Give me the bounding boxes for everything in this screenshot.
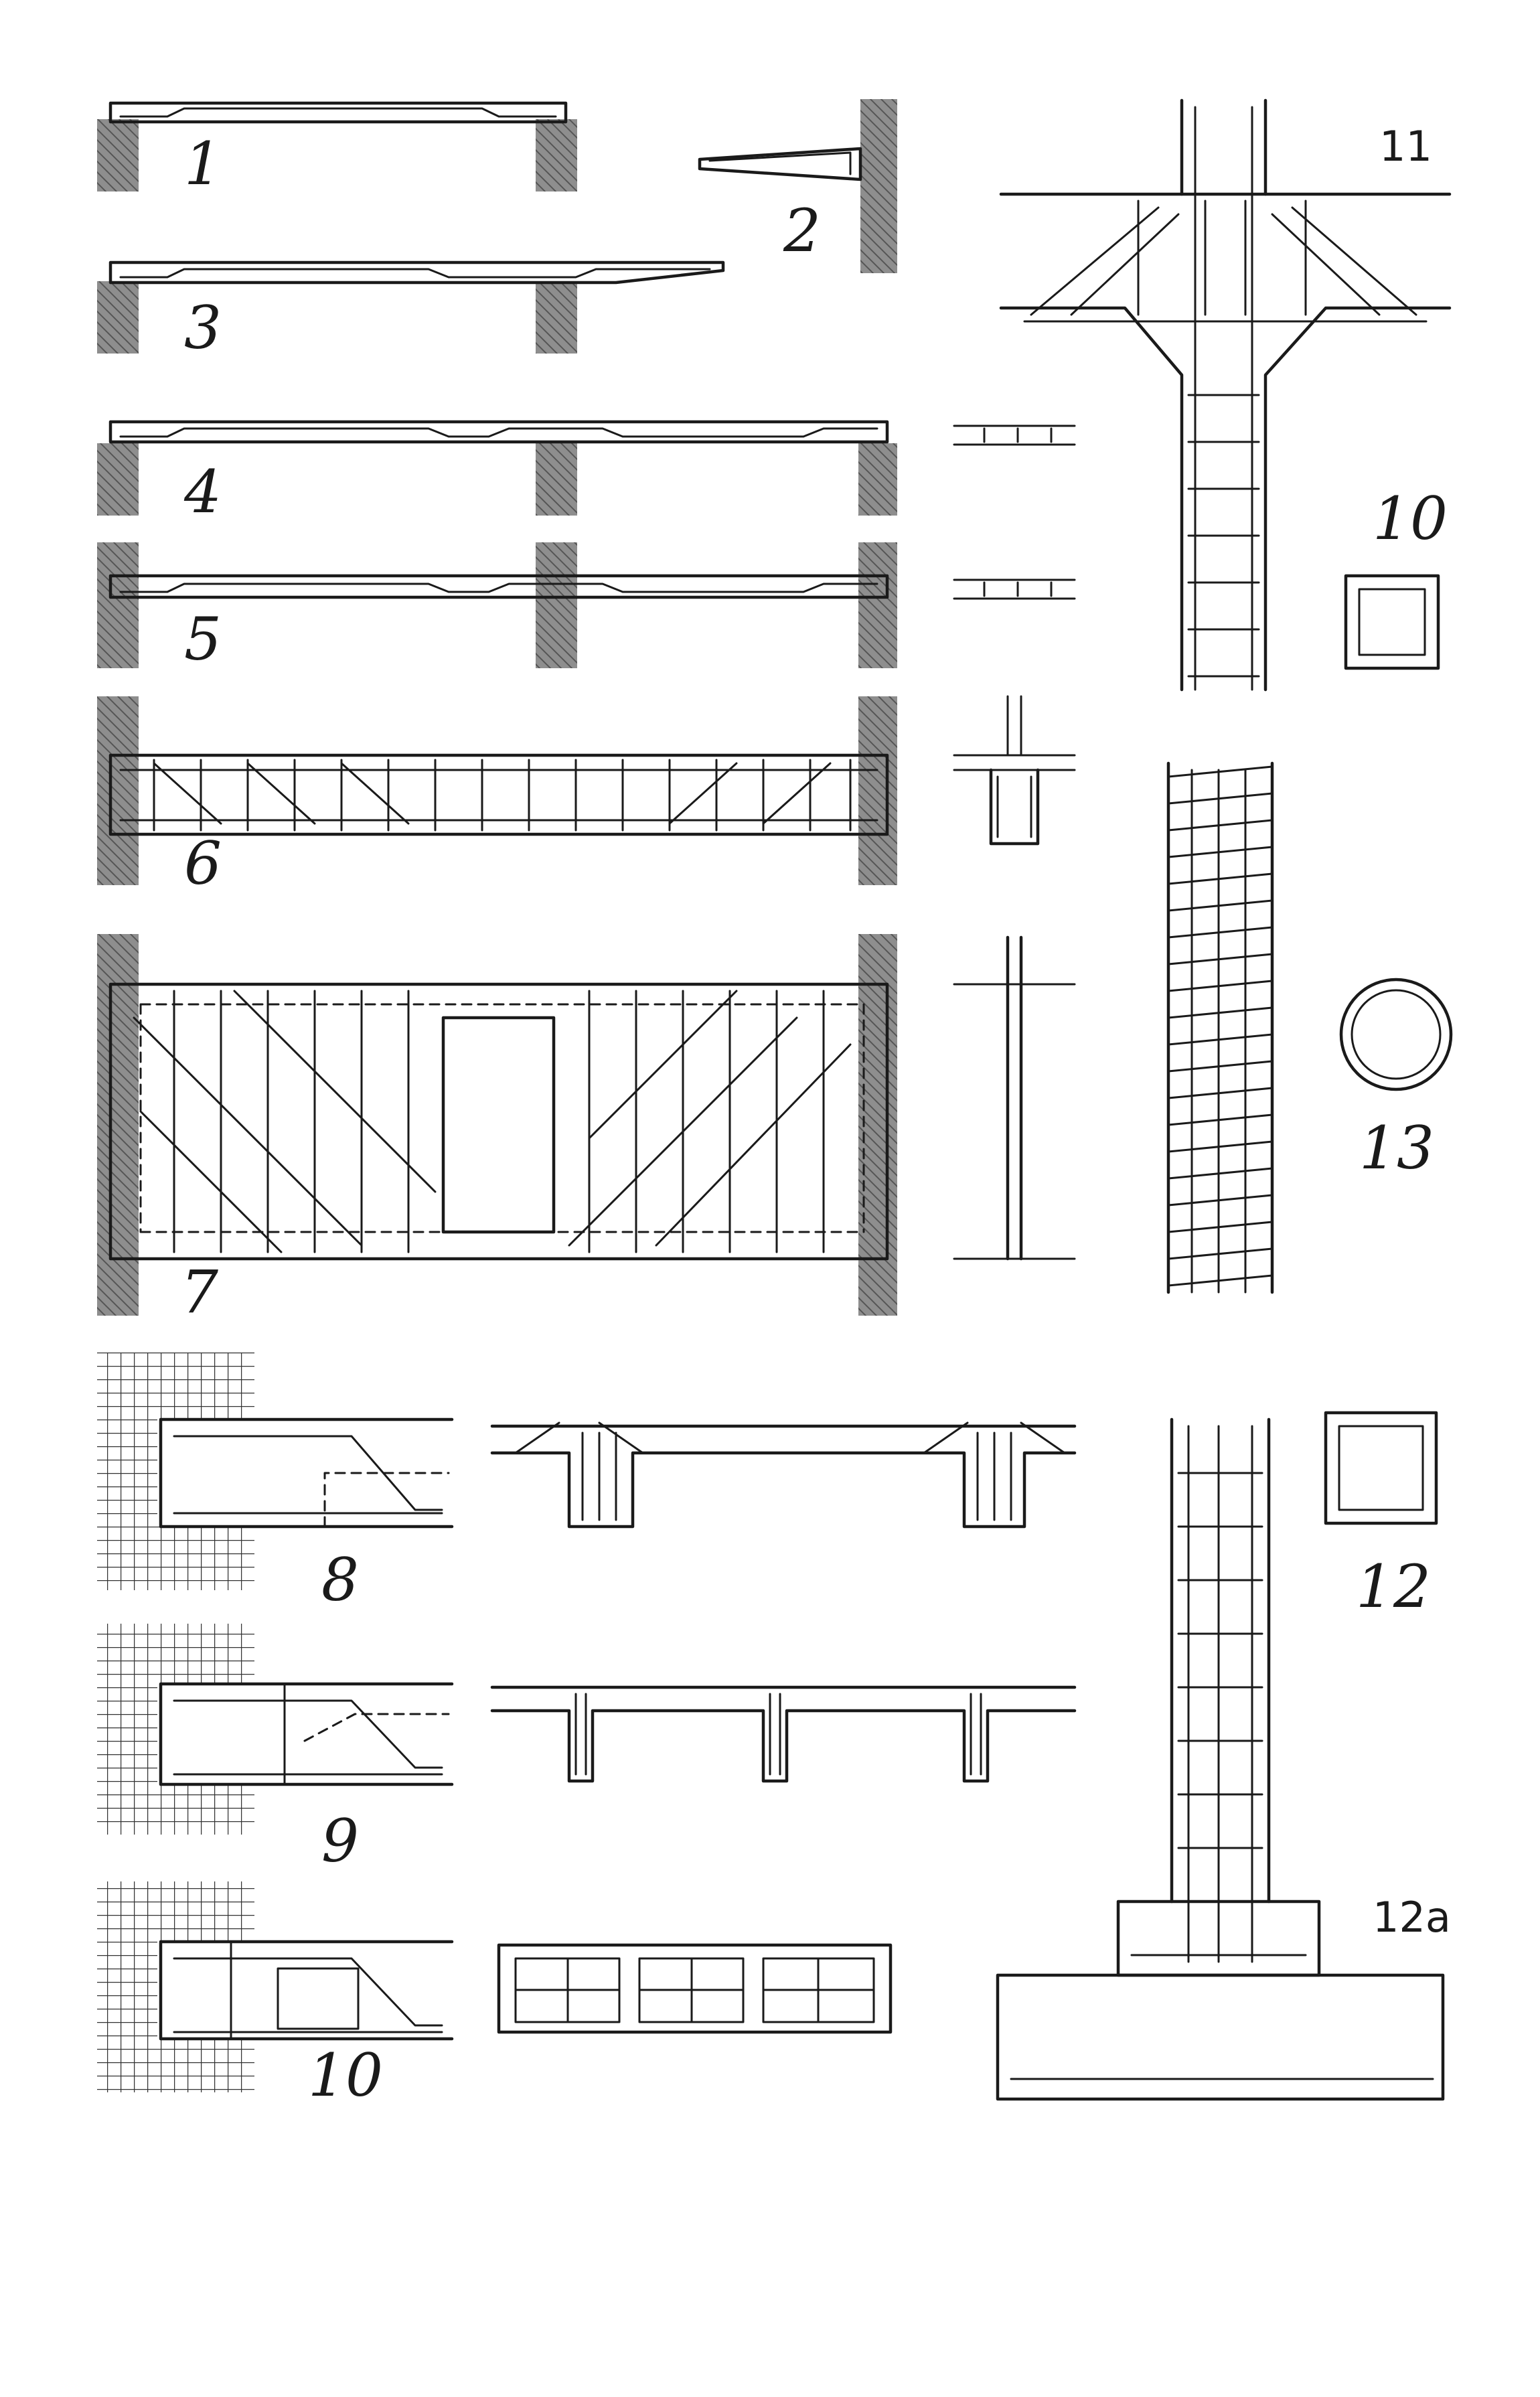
figure-label: 6 [184,829,222,898]
figure-label: 7 [181,1257,218,1326]
column-section-12 [1324,1411,1438,1525]
wall [860,99,897,273]
hollow-slab-section-10 [497,1943,893,2034]
figure-5-continuous-slab: 5 [97,542,1076,674]
figure-2-cantilever: 2 [698,99,897,273]
column-ties [1177,1425,1263,1963]
wall-right [536,281,577,354]
wall-left [97,542,139,668]
column-section-13 [1339,978,1453,1091]
figure-label: 3 [184,293,222,362]
wall-middle [536,443,577,516]
figure-7-wall-beam: 7 [97,934,1076,1326]
figure-8-beam-end: 8 [97,1352,1077,1614]
tbeam-section-8 [490,1421,1077,1529]
ribbed-slab-section-9 [490,1685,1077,1783]
figure-4-continuous-slab: 4 [97,420,1076,526]
figure-11-mushroom-column: 11 10 [999,98,1452,692]
figure-label: 9 [321,1806,359,1875]
wall-right [536,119,577,191]
column-section-11 [1344,574,1440,670]
figure-6-beam: 6 [97,695,1076,898]
figure-10-beam-end: 10 4 [97,1881,893,2092]
wall-left [97,119,139,191]
figure-12-column-footing: 12 12a [996,1411,1451,2101]
figure-label: 1 [184,129,222,198]
wall-left [97,443,139,516]
figure-label: 10 [1373,484,1448,553]
figure-label: 5 [184,605,222,674]
opening [441,1016,556,1234]
beam-section-6 [953,695,1076,846]
figure-label: 2 [783,196,821,265]
verticals [133,990,852,1253]
wall-right [858,542,897,668]
figure-13-spiral-column: 13 [1166,761,1453,1294]
wall-right [858,443,897,516]
stirrups [153,759,852,832]
figure-label: 12 [1356,1552,1431,1621]
wall-right [858,934,897,1316]
wall-left [97,696,139,885]
footing [996,1973,1445,2101]
spiral [1167,765,1274,1294]
figure-10-label: 10 [308,2041,383,2110]
wall-middle [536,542,577,668]
figure-9-beam-end: 9 [97,1624,1077,1875]
slab-section-4 [953,424,1076,446]
figure-label: 11 [1379,122,1432,171]
wall-left [97,934,139,1316]
wall-left [97,281,139,354]
figure-1-simple-slab: 1 [97,101,577,198]
beam-section-7 [953,935,1076,1261]
figure-label: 8 [321,1545,359,1614]
figure-label: 13 [1359,1113,1434,1182]
slab-section-5 [953,578,1076,600]
figure-label: 4 [183,457,222,526]
figure-label: 12a [1373,1893,1451,1942]
figure-3-overhang-slab: 3 [97,260,725,362]
column-ties [1187,106,1260,691]
wall-right [858,696,897,885]
